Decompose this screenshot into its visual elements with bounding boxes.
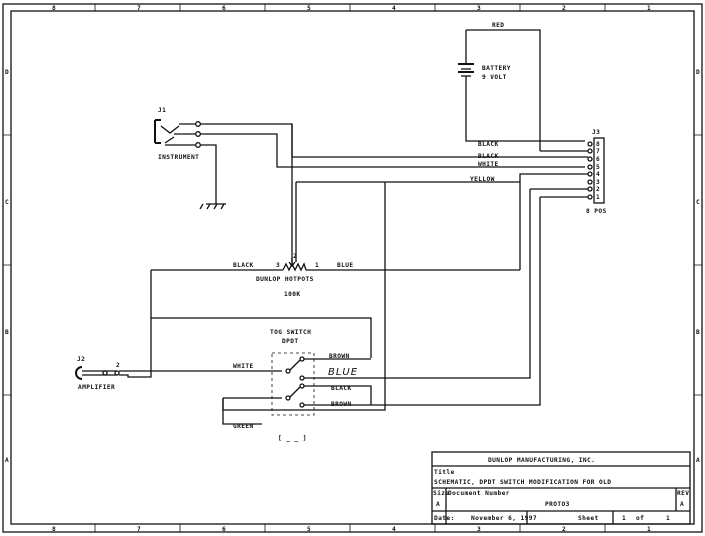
size-label: Size [433, 489, 450, 497]
sheet-number: 1 [622, 515, 626, 522]
pot-wire-right-label: BLUE [337, 262, 354, 269]
potentiometer: 3 2 1 BLACK BLUE DUNLOP HOTPOTS 100K [151, 253, 520, 298]
j3-pin-number: 6 [596, 156, 600, 163]
j3-pin-number: 8 [596, 141, 600, 148]
j2-amplifier-jack: J2 2 AMPLIFIER WHITE [75, 318, 282, 391]
tog-switch-wire-label: BROWN [329, 353, 350, 360]
j3-footer: 8 POS [586, 208, 607, 215]
zone-number: 4 [392, 526, 396, 533]
zone-number: 6 [222, 526, 226, 533]
drawing-title: SCHEMATIC, DPDT SWITCH MODIFICATION FOR … [434, 479, 611, 486]
zone-number: 2 [562, 5, 566, 12]
document-number-label: Document Number [448, 490, 510, 497]
drawing-frame: 8 7 6 5 4 3 2 1 8 7 6 5 4 3 2 1 D C B A … [2, 3, 703, 533]
pot-name: DUNLOP HOTPOTS [256, 276, 314, 283]
j2-wire-label: WHITE [233, 363, 254, 370]
j3-pin-number: 3 [596, 179, 600, 186]
zone-letter: B [696, 329, 700, 336]
zone-letter: C [696, 199, 700, 206]
tog-switch-wire-label: BROWN [331, 401, 352, 408]
sheet-of: of [636, 515, 644, 522]
zone-number: 2 [562, 526, 566, 533]
sheet-total: 1 [666, 515, 670, 522]
pot-value: 100K [284, 291, 301, 298]
j3-wire-label: WHITE [478, 161, 499, 168]
tog-switch-type: DPDT [282, 338, 299, 345]
zone-letter: A [5, 457, 9, 464]
tog-switch-title: TOG SWITCH [270, 329, 311, 336]
document-number: PROTO3 [545, 501, 570, 508]
tog-switch-wire-label-handwritten: BLUE [328, 367, 358, 378]
j1-reference: J1 [158, 107, 166, 114]
date-value: November 6, 1997 [471, 515, 537, 522]
j3-reference: J3 [592, 129, 600, 136]
sheet-label: Sheet [578, 515, 599, 522]
j3-pin-number: 1 [596, 194, 600, 201]
pot-wire-left-label: BLACK [233, 262, 254, 269]
rev-label: REV [677, 490, 689, 497]
title-block: DUNLOP MANUFACTURING, INC. Title SCHEMAT… [431, 451, 691, 525]
battery-label: BATTERY [482, 65, 511, 72]
zone-number: 1 [647, 5, 651, 12]
ground-wire: GREEN [222, 398, 262, 430]
date-label: Date: [434, 515, 455, 522]
zone-number: 8 [52, 5, 56, 12]
title-label: Title [434, 468, 455, 476]
j3-pin-number: 4 [596, 171, 600, 178]
pot-pin-wiper: 2 [293, 253, 297, 260]
pot-pin-right: 1 [315, 262, 319, 269]
frame-zone-letters-left: D C B A [5, 69, 9, 464]
j2-label: AMPLIFIER [78, 384, 115, 391]
zone-number: 5 [307, 5, 311, 12]
rev-value: A [680, 501, 684, 508]
j3-pin-number: 2 [596, 186, 600, 193]
zone-number: 7 [137, 526, 141, 533]
j2-pin: 2 [116, 362, 120, 369]
zone-number: 8 [52, 526, 56, 533]
j3-wire-label: BLACK [478, 141, 499, 148]
zone-number: 3 [477, 526, 481, 533]
pot-pin-left: 3 [276, 262, 280, 269]
zone-letter: B [5, 329, 9, 336]
zone-letter: A [696, 457, 700, 464]
company-name: DUNLOP MANUFACTURING, INC. [488, 457, 595, 464]
zone-number: 3 [477, 5, 481, 12]
battery-voltage: 9 VOLT [482, 74, 507, 81]
zone-number: 7 [137, 5, 141, 12]
j3-pin-number: 7 [596, 148, 600, 155]
zone-number: 4 [392, 5, 396, 12]
zone-number: 6 [222, 5, 226, 12]
j3-pin-number: 5 [596, 164, 600, 171]
j2-reference: J2 [77, 356, 85, 363]
zone-letter: D [696, 69, 700, 76]
zone-letter: C [5, 199, 9, 206]
battery-wire-label: RED [492, 22, 504, 29]
tog-switch-dpdt: TOG SWITCH DPDT BROWN BLUE BLACK BROWN [… [150, 270, 376, 442]
zone-letter: D [5, 69, 9, 76]
tog-switch-wire-label: BLACK [331, 385, 352, 392]
j3-wire-label: BLACK [478, 153, 499, 160]
frame-zone-numbers-bottom: 8 7 6 5 4 3 2 1 [52, 526, 651, 533]
size-value: A [436, 501, 440, 508]
j3-wire-label: YELLOW [470, 176, 495, 183]
frame-zone-numbers-top: 8 7 6 5 4 3 2 1 [52, 5, 651, 12]
battery-9v: RED BATTERY 9 VOLT [458, 22, 585, 151]
zone-number: 1 [647, 526, 651, 533]
ground-wire-label: GREEN [233, 423, 254, 430]
zone-number: 5 [307, 526, 311, 533]
j3-connector: 8 7 6 5 4 3 2 1 J3 8 POS BLACK BLACK WHI… [222, 124, 607, 411]
j1-label: INSTRUMENT [158, 154, 199, 161]
tog-switch-footer: [ _ _ ] [278, 435, 307, 442]
frame-zone-letters-right: D C B A [696, 69, 700, 464]
